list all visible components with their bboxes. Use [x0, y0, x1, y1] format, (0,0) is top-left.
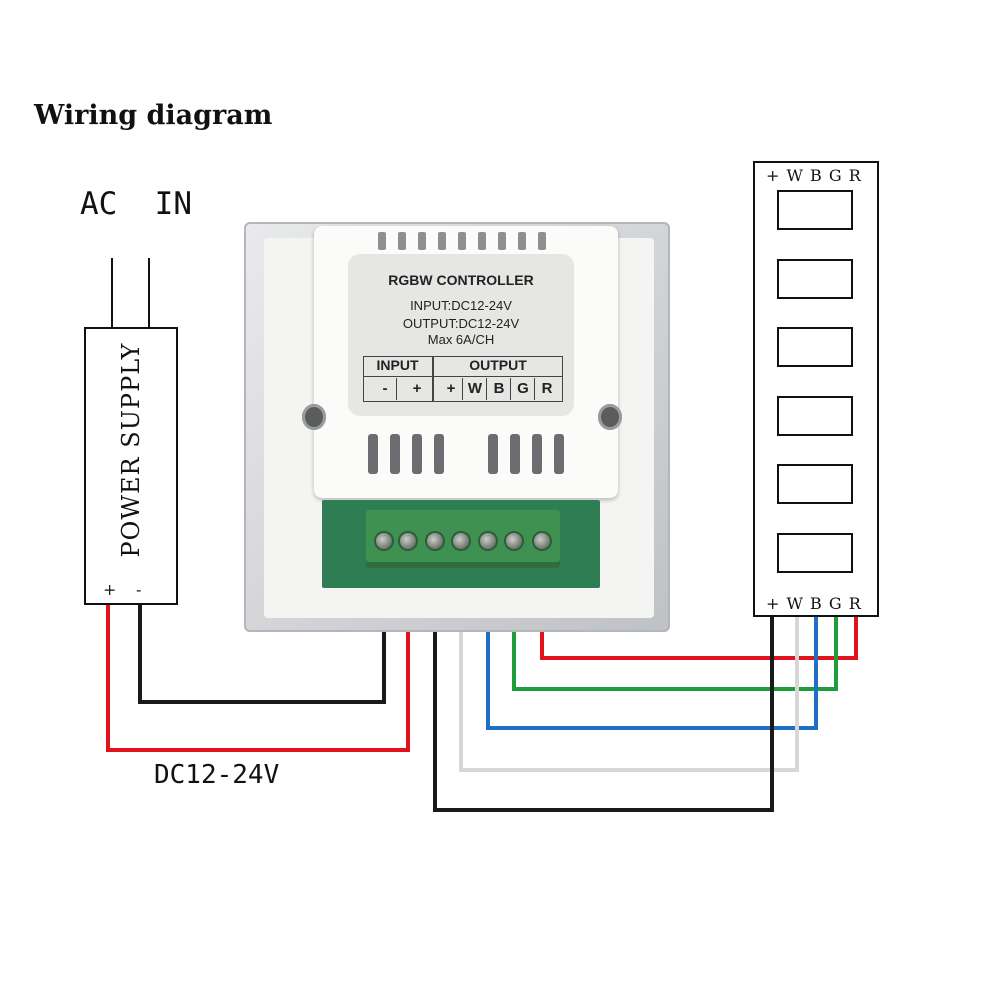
- vent-slot: [390, 434, 400, 474]
- controller-input-spec: INPUT:DC12-24V: [410, 298, 512, 313]
- screw-terminal-input-minus: [376, 533, 392, 549]
- wire-output-blue: [486, 541, 818, 730]
- led-chip: [777, 190, 853, 230]
- terminal-label-input-plus: +: [412, 380, 422, 397]
- terminal-output-header: OUTPUT: [469, 357, 527, 373]
- terminal-label-output-r: R: [541, 380, 553, 397]
- vent-slot: [434, 434, 444, 474]
- led-chip: [777, 533, 853, 573]
- screw-terminal-output-b: [480, 533, 496, 549]
- vent-slot: [554, 434, 564, 474]
- screw-terminal-output-r: [534, 533, 550, 549]
- terminal-legend-divider: [363, 376, 563, 377]
- power-supply-label: POWER SUPPLY: [117, 342, 145, 558]
- terminal-label-output-w: W: [464, 378, 487, 400]
- terminal-legend-table: [363, 356, 563, 402]
- screw-terminal-output-w: [453, 533, 469, 549]
- led-chip: [777, 259, 853, 299]
- vent-slot: [458, 232, 466, 250]
- dc-voltage-label: DC12-24V: [154, 760, 280, 790]
- terminal-label-output-plus: +: [440, 378, 463, 400]
- led-chip: [777, 464, 853, 504]
- vent-slot: [418, 232, 426, 250]
- vent-slot: [398, 232, 406, 250]
- led-chip: [777, 396, 853, 436]
- ac-in-label: AC IN: [80, 186, 192, 222]
- vent-slot: [532, 434, 542, 474]
- wire-output-white: [459, 541, 799, 772]
- vent-slot: [518, 232, 526, 250]
- led-strip-top-terminals: + W B G R: [766, 166, 862, 185]
- psu-plus-terminal: +: [103, 580, 117, 599]
- wire-output-common: [433, 541, 774, 812]
- vent-slot: [538, 232, 546, 250]
- diagram-title: Wiring diagram: [34, 100, 273, 131]
- vent-slot: [510, 434, 520, 474]
- controller-output-spec: OUTPUT:DC12-24V: [402, 316, 520, 331]
- terminal-input-header: INPUT: [376, 357, 419, 373]
- vent-slot: [378, 232, 386, 250]
- vent-slot: [488, 434, 498, 474]
- vent-slot: [412, 434, 422, 474]
- mounting-hole-right: [598, 404, 622, 430]
- vent-slot: [478, 232, 486, 250]
- screw-terminal-output-plus: [427, 533, 443, 549]
- mounting-hole-left: [302, 404, 326, 430]
- vent-slot: [438, 232, 446, 250]
- led-chip: [777, 327, 853, 367]
- vent-slot: [368, 434, 378, 474]
- terminal-label-input-minus: -: [374, 378, 397, 400]
- screw-terminal-input-plus: [400, 533, 416, 549]
- vent-slot: [498, 232, 506, 250]
- psu-minus-terminal: -: [136, 580, 142, 599]
- controller-label-card: [348, 254, 574, 416]
- terminal-legend-separator: [432, 356, 434, 402]
- wire-psu-positive: [106, 541, 410, 752]
- terminal-label-output-g: G: [512, 378, 535, 400]
- screw-terminal-output-g: [506, 533, 522, 549]
- power-supply-box: [84, 327, 178, 605]
- led-strip-bottom-terminals: + W B G R: [766, 594, 862, 613]
- terminal-label-output-b: B: [488, 378, 511, 400]
- controller-max-current: Max 6A/CH: [427, 332, 495, 347]
- controller-title: RGBW CONTROLLER: [388, 272, 534, 288]
